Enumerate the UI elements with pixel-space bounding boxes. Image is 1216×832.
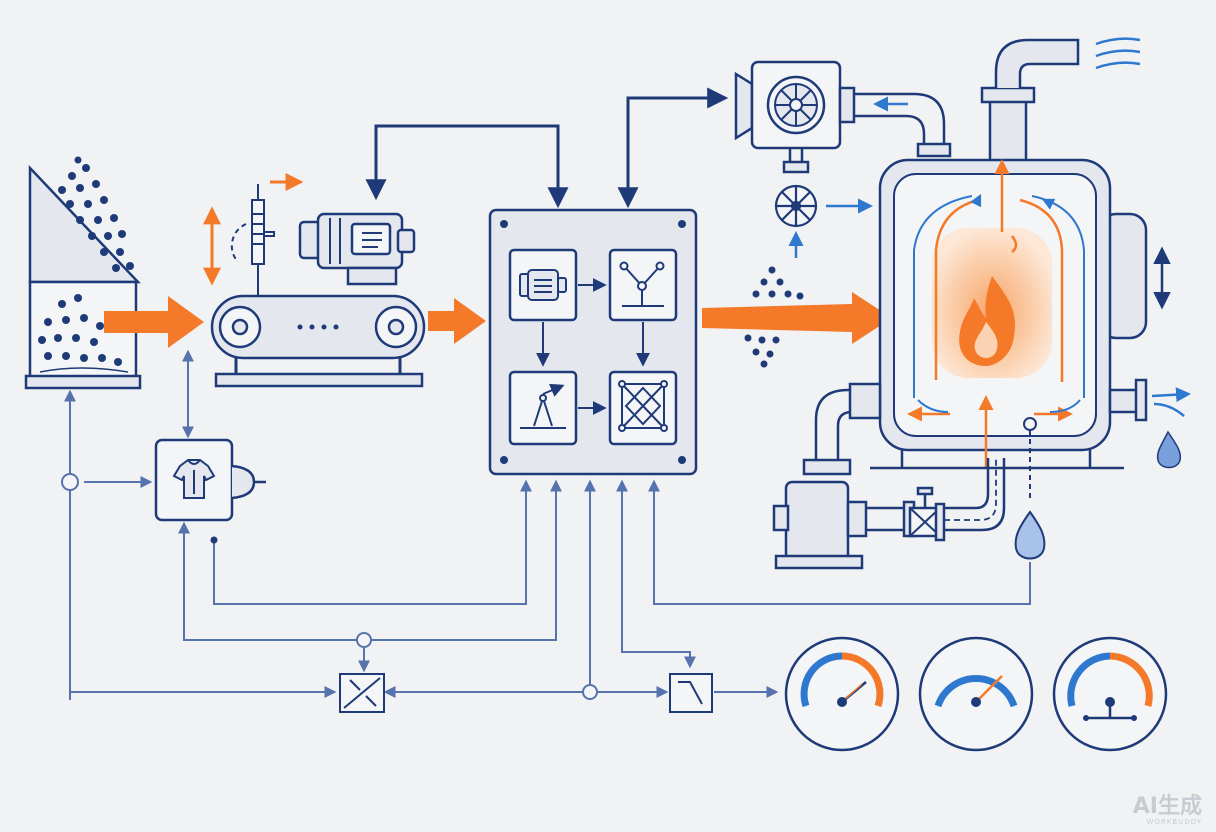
return-dashed-line <box>944 456 997 521</box>
branch-node-icon <box>619 261 665 307</box>
fan-intake <box>734 71 754 141</box>
hopper-pile-line <box>39 367 129 373</box>
pump-icon <box>772 480 868 570</box>
conveyor-sensor <box>230 184 275 296</box>
hot-gas-arrows <box>907 159 1073 468</box>
feed-arrow-1 <box>104 296 204 348</box>
summing-block <box>339 673 385 713</box>
fan-stem <box>782 160 810 174</box>
boiler <box>870 37 1191 470</box>
motor-shaft-housing <box>396 228 416 254</box>
boiler-exhaust-stack <box>980 38 1080 170</box>
control-panel <box>488 208 698 476</box>
drop-icon-small <box>1156 430 1182 469</box>
hopper <box>24 156 142 390</box>
gauge-2 <box>918 636 1034 752</box>
fuel-pellets <box>744 266 804 368</box>
hopper-pellets-top <box>58 156 134 272</box>
signal-junctions <box>61 473 598 700</box>
conveyor-belt <box>210 294 426 360</box>
transmitter-block <box>669 673 713 713</box>
panel-screws <box>500 220 686 464</box>
conveyor-unit <box>210 184 426 388</box>
hopper-base <box>24 374 142 390</box>
gauge-1 <box>784 636 900 752</box>
boiler-outlet <box>1108 378 1148 422</box>
flame-icon <box>959 276 1016 366</box>
fan-blue-arrows <box>788 96 908 258</box>
gauge-3 <box>1052 636 1168 752</box>
exhaust-wind-lines <box>1095 37 1141 70</box>
fan-outlet-flange <box>838 86 856 124</box>
pipe-flange <box>848 382 882 420</box>
pump-unit <box>772 382 1006 570</box>
motor-fins <box>329 218 341 264</box>
conveyor-dots <box>297 324 339 330</box>
valve-wheel-icon <box>774 184 818 228</box>
control-loop-lines <box>365 87 729 209</box>
conveyor-legs <box>234 358 402 374</box>
motor-mount <box>346 266 398 286</box>
triangle-arrow-icon <box>520 383 566 429</box>
hopper-chute <box>28 164 141 284</box>
feed-arrow-2 <box>428 298 486 344</box>
drop-icon <box>1014 510 1046 560</box>
fan-unit <box>734 60 856 174</box>
motor-icon <box>519 269 567 301</box>
module-triangle <box>508 370 578 446</box>
x-frame-icon <box>618 380 668 432</box>
motor-plate-lines <box>362 232 382 248</box>
boiler-legs <box>870 450 1124 470</box>
conveyor-base <box>214 372 424 388</box>
air-duct <box>854 92 952 158</box>
conveyor-motion-arrows <box>203 173 304 286</box>
hopper-pellets-bin <box>38 294 122 366</box>
fan-icon <box>774 83 818 127</box>
feed-arrow-3 <box>702 292 892 344</box>
panel-internal-arrows <box>536 278 650 415</box>
field-controller <box>154 438 266 522</box>
cool-flow-arrows <box>913 193 1085 413</box>
outlet-flow <box>1151 387 1191 417</box>
water-sensor <box>1014 417 1046 560</box>
